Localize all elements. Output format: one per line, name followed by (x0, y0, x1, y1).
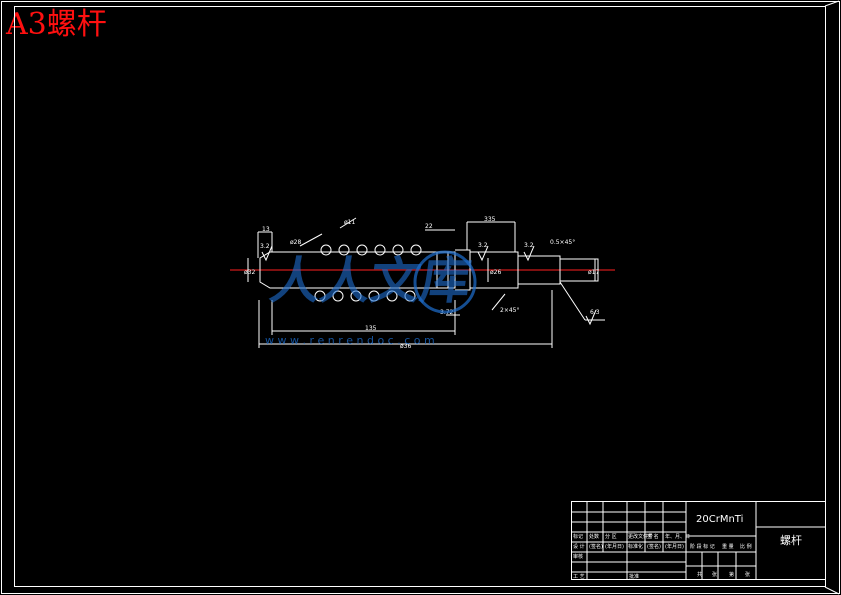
title-block-labels: 标记 处数 分 区 更改文件号 签 名 年、月、日 设 计 (签名) (年月日)… (573, 533, 752, 580)
screw-outline (259, 249, 599, 291)
watermark: 人人文库 w w w . r e n r e n d o c . c o m (265, 250, 477, 347)
dim-label: 22 (425, 223, 433, 230)
thread-sections (314, 244, 422, 302)
svg-text:分 区: 分 区 (605, 533, 617, 540)
watermark-logo-ring (413, 250, 477, 314)
title-block (571, 501, 826, 580)
svg-text:阶 段 标 记: 阶 段 标 记 (690, 543, 715, 550)
dim-label: ø26 (490, 269, 501, 276)
dim-label: 135 (365, 325, 377, 332)
svg-text:标准化: 标准化 (628, 543, 643, 550)
svg-text:(年月日): (年月日) (665, 543, 684, 550)
svg-text:设 计: 设 计 (573, 543, 585, 550)
svg-text:签 名: 签 名 (647, 533, 659, 540)
inner-frame (14, 6, 826, 587)
dim-label: 3.2 (260, 243, 270, 250)
svg-text:重 量: 重 量 (722, 543, 734, 550)
watermark-url: w w w . r e n r e n d o c . c o m (265, 334, 435, 347)
corner-mark (824, 0, 840, 7)
svg-text:年、月、日: 年、月、日 (665, 533, 690, 540)
corner-mark (824, 586, 840, 595)
dim-label: ø28 (290, 239, 301, 246)
dim-label: 6.3 (590, 309, 600, 316)
svg-text:标记: 标记 (573, 533, 583, 540)
dimension-lines (247, 217, 605, 348)
dim-label: ø32 (244, 269, 255, 276)
svg-text:共: 共 (697, 571, 702, 578)
dim-label: 335 (484, 216, 496, 223)
dim-label: 0.5×45° (550, 239, 575, 246)
svg-text:第: 第 (729, 571, 734, 578)
roughness-symbols (261, 245, 597, 326)
svg-text:张: 张 (745, 571, 750, 578)
material-label: 20CrMnTi (696, 514, 743, 525)
dimension-labels: 13 3.2 ø28 ø11 22 335 3.2 3.2 0.5×45° 6.… (244, 216, 600, 350)
svg-text:(签名): (签名) (589, 543, 603, 550)
svg-text:比 例: 比 例 (740, 543, 752, 550)
page-title: A3螺杆 (6, 7, 107, 42)
watermark-logo-text: 人人文库 (266, 251, 474, 310)
svg-text:更改文件号: 更改文件号 (628, 533, 653, 540)
dim-label: 2×45° (500, 307, 519, 314)
svg-text:(年月日): (年月日) (605, 543, 624, 550)
dim-label: 3.2 (478, 242, 488, 249)
part-name-label: 螺杆 (780, 533, 802, 547)
svg-text:张: 张 (712, 571, 717, 578)
svg-text:审核: 审核 (573, 553, 583, 560)
dim-label: 3.2 (524, 242, 534, 249)
svg-text:(签名): (签名) (647, 543, 661, 550)
dim-label: 13 (262, 226, 270, 233)
svg-text:批准: 批准 (629, 573, 639, 580)
svg-text:工 艺: 工 艺 (573, 574, 585, 580)
dim-label: ø36 (400, 343, 411, 350)
svg-text:处数: 处数 (589, 533, 599, 540)
dim-label: ø17 (588, 269, 599, 276)
dim-label: ø11 (344, 219, 355, 226)
